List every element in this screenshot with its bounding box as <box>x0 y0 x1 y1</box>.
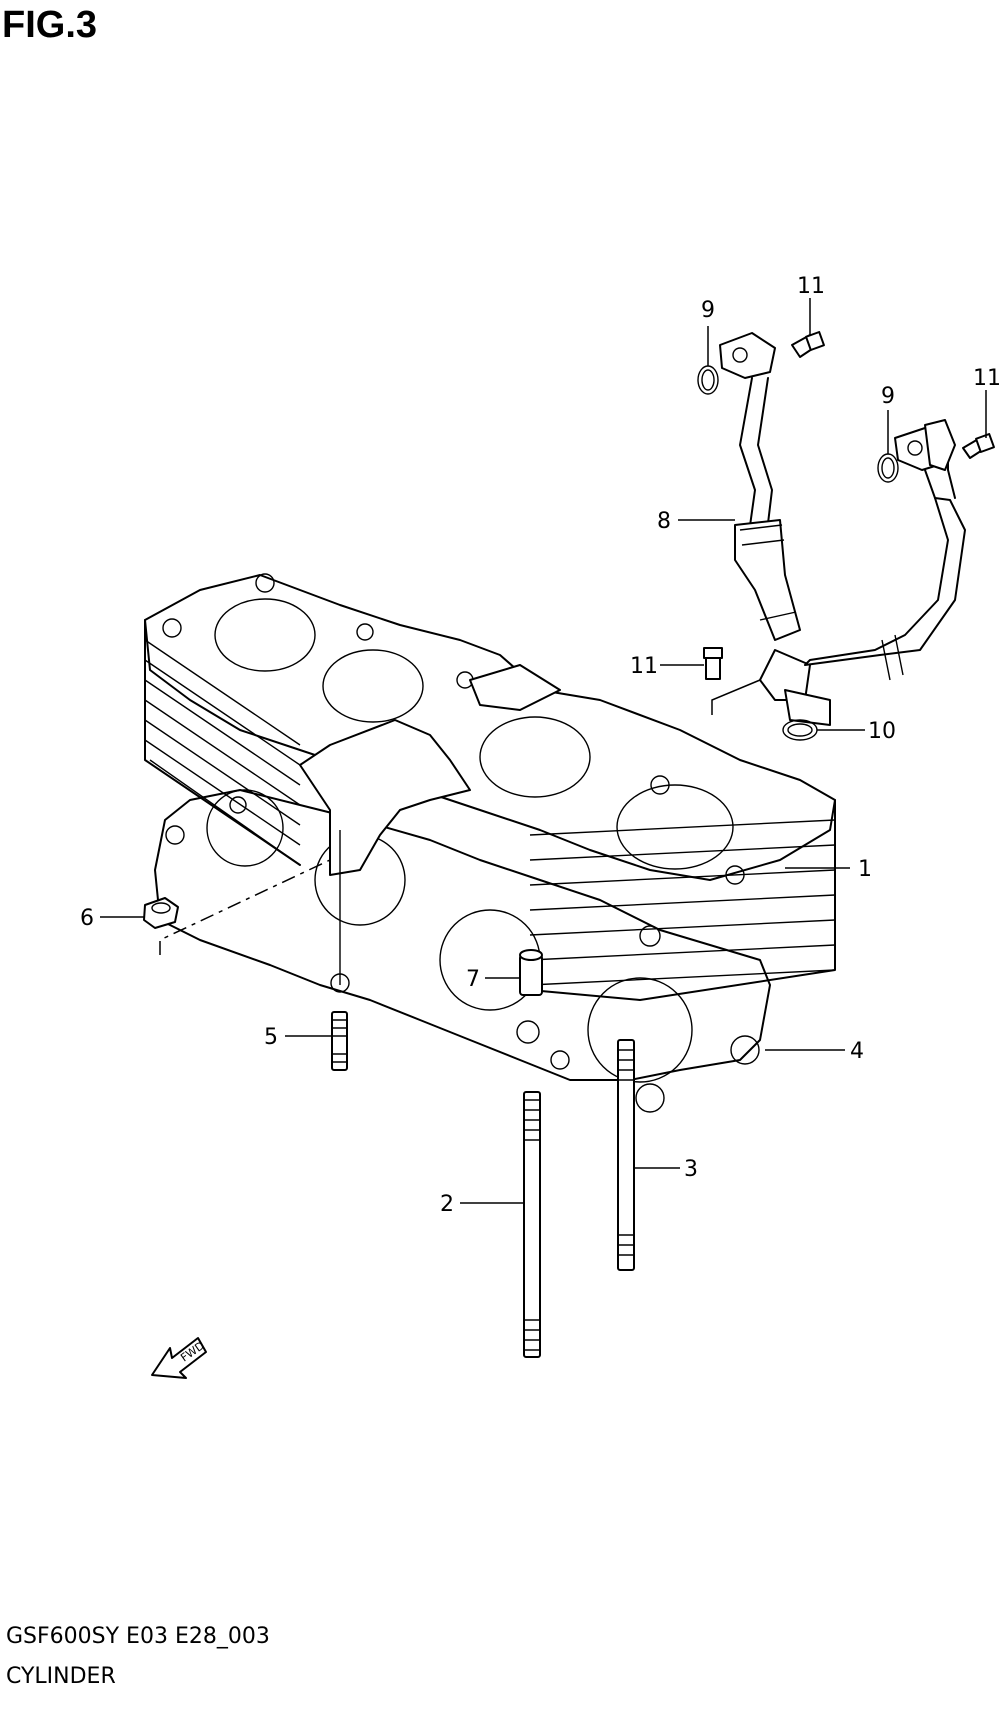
callout-11-top: 11 <box>797 274 825 299</box>
callout-9-left: 9 <box>701 298 715 323</box>
model-code: GSF600SY E03 E28_003 <box>6 1624 270 1649</box>
callout-9-right: 9 <box>881 384 895 409</box>
callout-5: 5 <box>264 1025 278 1050</box>
callout-8: 8 <box>657 509 671 534</box>
callout-3: 3 <box>684 1157 698 1182</box>
cylinder-base-gasket <box>154 789 771 1113</box>
callout-6: 6 <box>80 906 94 931</box>
forward-direction-arrow: FWD <box>151 1337 207 1379</box>
stud-bolt <box>617 1039 635 1271</box>
callout-4: 4 <box>850 1039 864 1064</box>
callout-1: 1 <box>858 857 872 882</box>
cylinder-block <box>144 573 836 1001</box>
dowel-pin <box>519 949 543 996</box>
figure-title: FIG.3 <box>2 4 98 46</box>
section-name: CYLINDER <box>6 1664 116 1689</box>
oil-hose-assembly <box>697 331 995 741</box>
long-stud-bolt <box>523 1091 541 1358</box>
callout-11-middle: 11 <box>630 654 658 679</box>
nut <box>143 859 331 955</box>
short-stud-bolt <box>331 1011 348 1071</box>
callout-11-right: 11 <box>973 366 1000 391</box>
callout-10: 10 <box>868 719 896 744</box>
callout-7: 7 <box>466 967 480 992</box>
callouts: 1 2 3 4 5 6 7 8 9 9 10 11 11 <box>80 274 1000 1217</box>
callout-2: 2 <box>440 1192 454 1217</box>
